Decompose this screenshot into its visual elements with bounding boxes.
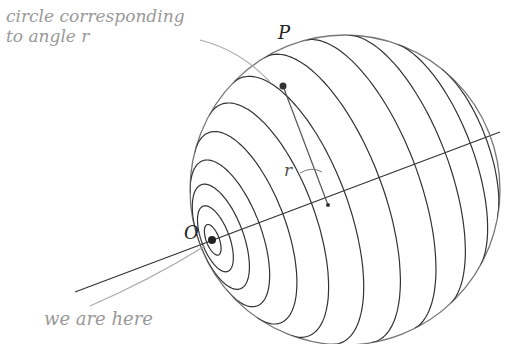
point-label: P (278, 22, 290, 44)
latitude-circle (306, 40, 436, 329)
latitude-circle (209, 103, 328, 337)
latitude-circle (349, 35, 465, 304)
point-p (280, 83, 287, 90)
latitude-circle (192, 184, 249, 289)
radius-line (283, 86, 328, 205)
point-o (208, 236, 216, 244)
centre-dot (326, 203, 330, 207)
callout-note: circle corresponding to angle r (6, 6, 196, 47)
latitude-circle (195, 132, 297, 325)
latitude-circle (198, 206, 234, 272)
latitude-circle (233, 76, 364, 344)
angle-label: r (284, 160, 292, 180)
leader-line (90, 246, 205, 306)
latitude-circle (264, 54, 400, 343)
latitude-circle (190, 160, 270, 307)
point-label: O (184, 222, 199, 244)
latitude-circle (442, 69, 499, 217)
latitude-circles (190, 35, 499, 344)
latitude-circle (204, 225, 221, 256)
latitude-circle (398, 44, 488, 265)
callout-note: we are here (44, 308, 153, 330)
sphere-outline (190, 35, 500, 344)
leader-line (200, 40, 270, 82)
angle-arc (300, 169, 322, 173)
